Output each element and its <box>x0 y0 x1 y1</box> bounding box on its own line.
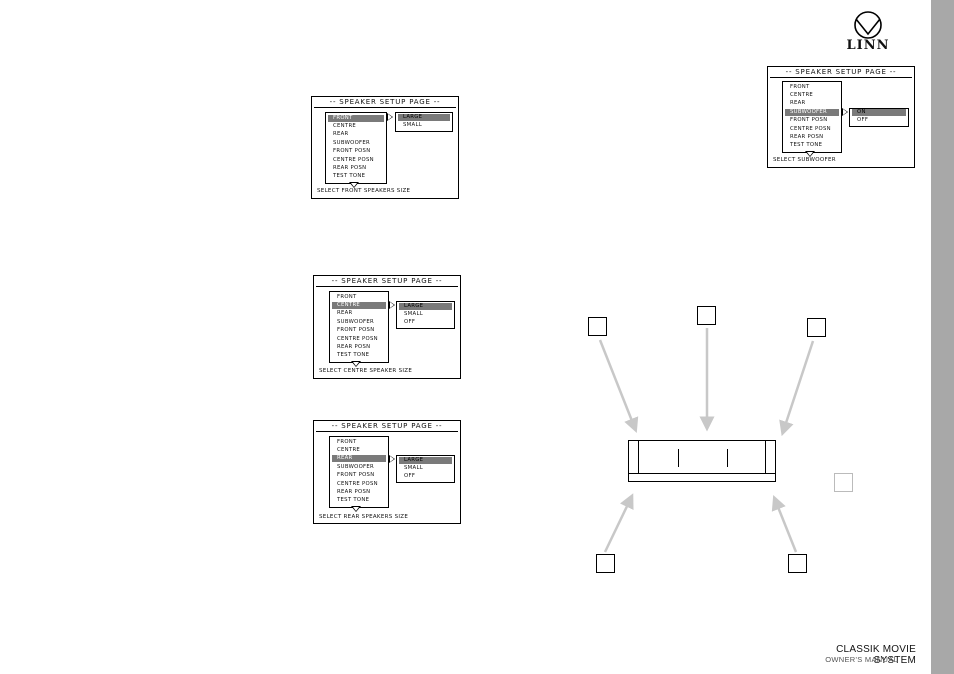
title-rule <box>316 286 458 287</box>
speaker-menu: FRONT CENTRE REAR SUBWOOFER FRONT POSN C… <box>782 81 842 153</box>
scroll-down-icon <box>351 506 361 512</box>
menu-item-test-tone[interactable]: TEST TONE <box>333 173 366 179</box>
menu-item-rear-posn[interactable]: REAR POSN <box>790 134 824 140</box>
panel-hint: SELECT CENTRE SPEAKER SIZE <box>319 368 413 374</box>
menu-item-centre[interactable]: CENTRE <box>337 447 361 453</box>
menu-item-rear[interactable]: REAR <box>333 131 349 137</box>
menu-item-centre-posn[interactable]: CENTRE POSN <box>790 126 831 132</box>
tv-stand <box>628 474 776 482</box>
footer-title: CLASSIK MOVIE SYSTEM <box>836 644 916 666</box>
front-right-speaker-icon <box>807 318 826 337</box>
submenu-arrow-icon <box>389 455 395 463</box>
scroll-down-icon <box>805 151 815 157</box>
option-large[interactable]: LARGE <box>399 303 452 310</box>
menu-item-front-posn[interactable]: FRONT POSN <box>337 472 375 478</box>
menu-item-test-tone[interactable]: TEST TONE <box>790 142 823 148</box>
menu-item-centre[interactable]: CENTRE <box>790 92 814 98</box>
option-small[interactable]: SMALL <box>404 311 423 317</box>
submenu-arrow-icon <box>387 113 393 121</box>
menu-item-centre-posn[interactable]: CENTRE POSN <box>337 336 378 342</box>
menu-item-front-posn[interactable]: FRONT POSN <box>337 327 375 333</box>
menu-item-centre[interactable]: CENTRE <box>333 123 357 129</box>
scroll-down-icon <box>351 361 361 367</box>
menu-item-front[interactable]: FRONT <box>337 439 357 445</box>
menu-item-subwoofer[interactable]: SUBWOOFER <box>785 109 839 116</box>
menu-item-subwoofer[interactable]: SUBWOOFER <box>337 464 375 470</box>
menu-item-rear[interactable]: REAR <box>790 100 806 106</box>
subwoofer-setup-panel: -- SPEAKER SETUP PAGE -- FRONT CENTRE RE… <box>767 66 915 168</box>
option-off[interactable]: OFF <box>404 473 416 479</box>
linn-logo-icon <box>854 11 882 39</box>
speaker-layout-diagram <box>560 300 860 590</box>
front-speaker-setup-panel: -- SPEAKER SETUP PAGE -- FRONT CENTRE RE… <box>311 96 459 199</box>
menu-item-front-posn[interactable]: FRONT POSN <box>790 117 828 123</box>
submenu-arrow-icon <box>389 301 395 309</box>
panel-title: -- SPEAKER SETUP PAGE -- <box>331 277 443 285</box>
menu-item-front[interactable]: FRONT <box>328 115 384 122</box>
option-on[interactable]: ON <box>852 109 906 116</box>
subwoofer-icon <box>834 473 853 492</box>
subwoofer-options: ON OFF <box>849 108 909 127</box>
menu-item-subwoofer[interactable]: SUBWOOFER <box>337 319 375 325</box>
rear-right-speaker-icon <box>788 554 807 573</box>
panel-title: -- SPEAKER SETUP PAGE -- <box>329 98 441 106</box>
panel-hint: SELECT SUBWOOFER <box>773 157 836 163</box>
scroll-down-icon <box>349 182 359 188</box>
panel-hint: SELECT REAR SPEAKERS SIZE <box>319 514 409 520</box>
menu-item-test-tone[interactable]: TEST TONE <box>337 497 370 503</box>
option-large[interactable]: LARGE <box>398 114 450 121</box>
menu-item-rear[interactable]: REAR <box>332 455 386 462</box>
centre-speaker-icon <box>697 306 716 325</box>
title-rule <box>316 431 458 432</box>
speaker-menu: FRONT CENTRE REAR SUBWOOFER FRONT POSN C… <box>329 291 389 363</box>
option-small[interactable]: SMALL <box>404 465 423 471</box>
option-small[interactable]: SMALL <box>403 122 422 128</box>
panel-title: -- SPEAKER SETUP PAGE -- <box>331 422 443 430</box>
front-left-speaker-icon <box>588 317 607 336</box>
brand-logo-text: LINN <box>846 38 890 53</box>
menu-item-centre-posn[interactable]: CENTRE POSN <box>337 481 378 487</box>
menu-item-subwoofer[interactable]: SUBWOOFER <box>333 140 371 146</box>
option-off[interactable]: OFF <box>404 319 416 325</box>
panel-title: -- SPEAKER SETUP PAGE -- <box>785 68 897 76</box>
menu-item-rear-posn[interactable]: REAR POSN <box>333 165 367 171</box>
size-options: LARGE SMALL <box>395 112 453 132</box>
option-off[interactable]: OFF <box>857 117 869 123</box>
menu-item-rear[interactable]: REAR <box>337 310 353 316</box>
size-options: LARGE SMALL OFF <box>396 455 455 483</box>
menu-item-front[interactable]: FRONT <box>337 294 357 300</box>
speaker-menu: FRONT CENTRE REAR SUBWOOFER FRONT POSN C… <box>329 436 389 508</box>
tv-screen-icon <box>628 440 776 474</box>
footer-subtitle: OWNER'S MANUAL <box>825 655 898 664</box>
size-options: LARGE SMALL OFF <box>396 301 455 329</box>
placement-arrows <box>598 328 815 553</box>
menu-item-centre-posn[interactable]: CENTRE POSN <box>333 157 374 163</box>
menu-item-front-posn[interactable]: FRONT POSN <box>333 148 371 154</box>
panel-hint: SELECT FRONT SPEAKERS SIZE <box>317 188 411 194</box>
title-rule <box>770 77 912 78</box>
menu-item-centre[interactable]: CENTRE <box>332 302 386 309</box>
submenu-arrow-icon <box>842 108 848 116</box>
centre-speaker-setup-panel: -- SPEAKER SETUP PAGE -- FRONT CENTRE RE… <box>313 275 461 379</box>
rear-speaker-setup-panel: -- SPEAKER SETUP PAGE -- FRONT CENTRE RE… <box>313 420 461 524</box>
menu-item-test-tone[interactable]: TEST TONE <box>337 352 370 358</box>
speaker-menu: FRONT CENTRE REAR SUBWOOFER FRONT POSN C… <box>325 112 387 184</box>
menu-item-rear-posn[interactable]: REAR POSN <box>337 344 371 350</box>
rear-left-speaker-icon <box>596 554 615 573</box>
page-edge-tab <box>931 0 954 674</box>
menu-item-rear-posn[interactable]: REAR POSN <box>337 489 371 495</box>
menu-item-front[interactable]: FRONT <box>790 84 810 90</box>
title-rule <box>314 107 456 108</box>
option-large[interactable]: LARGE <box>399 457 452 464</box>
